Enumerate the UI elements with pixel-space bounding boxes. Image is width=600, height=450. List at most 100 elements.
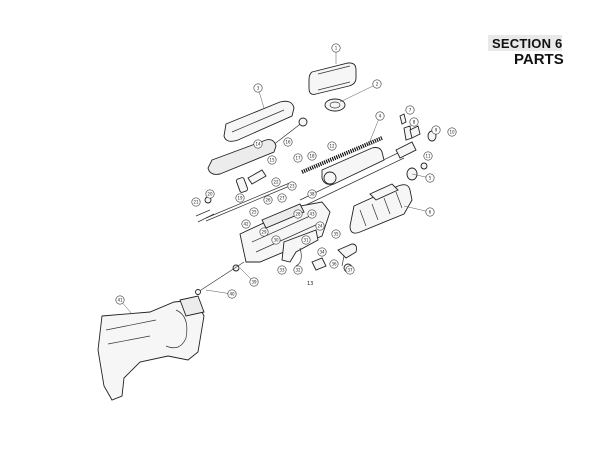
cleaning-rod <box>197 261 245 293</box>
part-callout-number: 41 <box>117 298 123 303</box>
trunnion <box>261 203 305 229</box>
part-callout: 19 <box>235 193 245 203</box>
part-callout: 5 <box>425 173 435 183</box>
part-callout-number: 16 <box>285 140 291 145</box>
part-callout: 8 <box>409 117 419 127</box>
part-callout: 7 <box>405 105 415 115</box>
part-callout-number: 34 <box>319 250 325 255</box>
part-callout: 2 <box>372 79 382 89</box>
part-callout: 3 <box>253 83 263 93</box>
part-callout: 23 <box>287 181 297 191</box>
part-callout-number: 14 <box>255 142 261 147</box>
part-callout: 16 <box>283 137 293 147</box>
part-callout-number: 29 <box>261 230 267 235</box>
part-callout-number: 20 <box>207 192 213 197</box>
part-callout: 30 <box>271 235 281 245</box>
page-title: PARTS <box>514 51 564 68</box>
part-callout: 33 <box>277 265 287 275</box>
part-callout: 22 <box>271 177 281 187</box>
part-callout-number: 22 <box>273 180 279 185</box>
part-callout-number: 6 <box>429 210 432 215</box>
part-callout-number: 38 <box>309 192 315 197</box>
part-callout: 9 <box>431 125 441 135</box>
part-callout: 1 <box>331 43 341 53</box>
part-callout-number: 4 <box>379 114 382 119</box>
part-callout-number: 1 <box>335 46 338 51</box>
stock-mount <box>179 295 205 317</box>
part-callout: 40 <box>227 289 237 299</box>
cross-pin <box>195 209 211 217</box>
part-callout: 42 <box>241 219 251 229</box>
part-callout: 35 <box>331 229 341 239</box>
part-callout: 41 <box>115 295 125 305</box>
part-callout-number: 11 <box>425 154 431 159</box>
part-callout: 17 <box>293 153 303 163</box>
part-callout: 31 <box>301 235 311 245</box>
part-callout-number: 30 <box>273 238 279 243</box>
part-callout: 32 <box>293 265 303 275</box>
part-callout-number: 43 <box>309 212 315 217</box>
part-callout-number: 33 <box>279 268 285 273</box>
part-callout-number: 12 <box>329 144 335 149</box>
part-callout-number: 27 <box>279 196 285 201</box>
part-callout-number: 26 <box>265 198 271 203</box>
part-number-label: 13 <box>307 281 313 287</box>
part-callout: 4 <box>375 111 385 121</box>
front-sight-block <box>395 141 417 159</box>
part-callout-number: 10 <box>449 130 455 135</box>
part-callout-number: 23 <box>289 184 295 189</box>
part-callout-number: 39 <box>251 280 257 285</box>
part-callout-number: 35 <box>333 232 339 237</box>
part-callout-number: 37 <box>347 268 353 273</box>
part-callout: 36 <box>329 259 339 269</box>
part-callout-number: 8 <box>413 120 416 125</box>
part-callout-number: 5 <box>429 176 432 181</box>
part-callout-number: 24 <box>317 224 323 229</box>
part-callout: 43 <box>307 209 317 219</box>
part-callout: 11 <box>423 151 433 161</box>
part-callout-number: 25 <box>251 210 257 215</box>
part-callout: 39 <box>249 277 259 287</box>
part-callout-number: 3 <box>257 86 260 91</box>
gas-cylinder <box>321 147 385 185</box>
part-callout: 21 <box>191 197 201 207</box>
part-callout-number: 7 <box>409 108 412 113</box>
part-callout-number: 17 <box>295 156 301 161</box>
part-callout: 15 <box>267 155 277 165</box>
part-drawings <box>97 62 437 401</box>
part-callout-number: 15 <box>269 158 275 163</box>
part-callout-number: 19 <box>237 196 243 201</box>
part-callout: 27 <box>277 193 287 203</box>
part-callout: 26 <box>263 195 273 205</box>
section-header-background <box>488 35 562 51</box>
part-callout: 29 <box>259 227 269 237</box>
part-callout: 24 <box>315 221 325 231</box>
part-callout-number: 42 <box>243 222 249 227</box>
section-label: SECTION 6 <box>492 36 563 51</box>
part-callout: 12 <box>327 141 337 151</box>
part-callout-number: 2 <box>376 82 379 87</box>
part-callout: 34 <box>317 247 327 257</box>
operating-rod <box>205 181 293 219</box>
bolt-carrier <box>207 139 277 175</box>
upper-handguard <box>308 62 357 95</box>
hammer <box>337 243 357 259</box>
part-callout-number: 9 <box>435 128 438 133</box>
part-callout: 20 <box>205 189 215 199</box>
part-callout: 6 <box>425 207 435 217</box>
part-callout-number: 28 <box>295 212 301 217</box>
part-callout: 10 <box>447 127 457 137</box>
part-callout: 18 <box>307 151 317 161</box>
part-callout: 28 <box>293 209 303 219</box>
screw <box>399 113 407 125</box>
part-callout: 38 <box>307 189 317 199</box>
part-callout-number: 40 <box>229 292 235 297</box>
part-callout-number: 18 <box>309 154 315 159</box>
part-callout-number: 32 <box>295 268 301 273</box>
part-callout: 14 <box>253 139 263 149</box>
part-callout: 37 <box>345 265 355 275</box>
part-callout-number: 31 <box>303 238 309 243</box>
